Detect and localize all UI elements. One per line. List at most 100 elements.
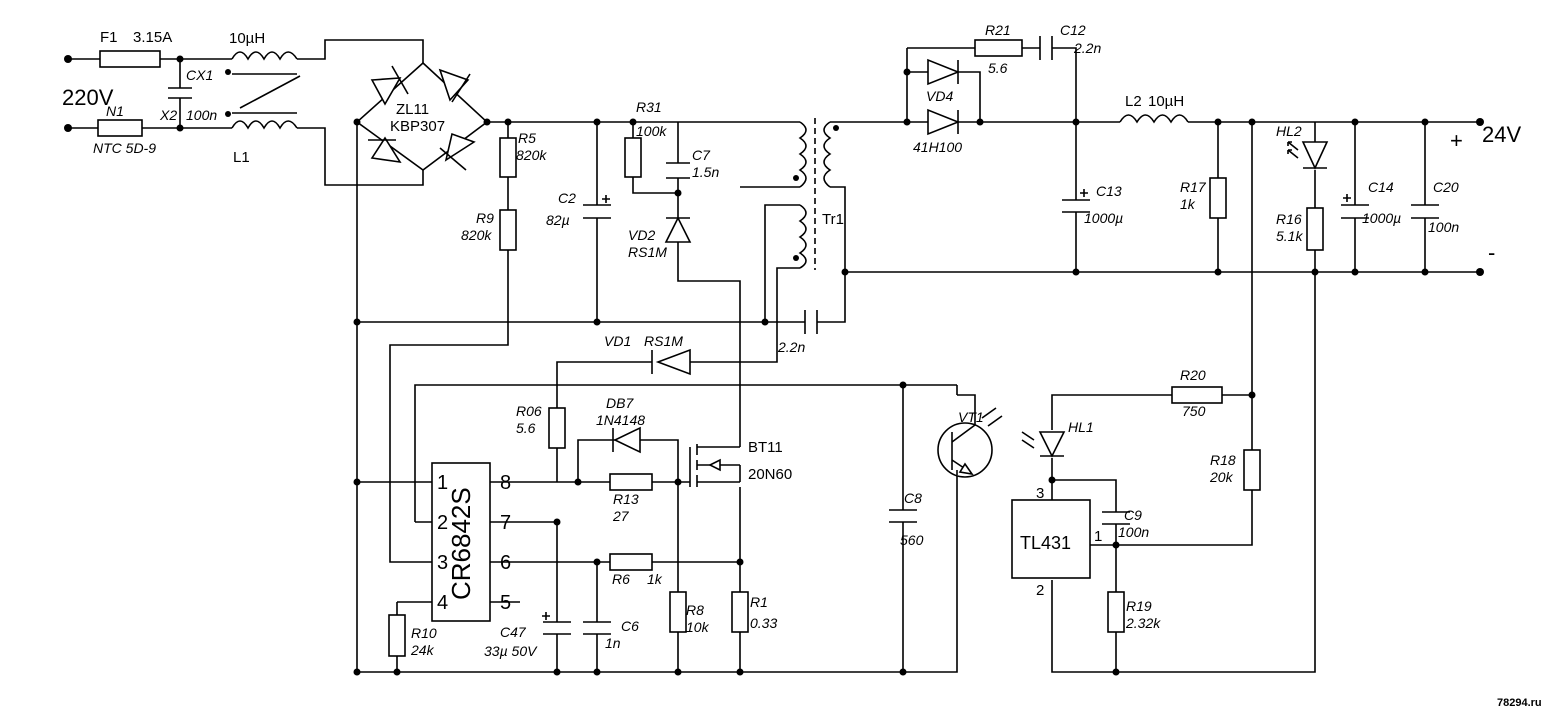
capacitor-c9-symbol xyxy=(1102,511,1130,525)
l1-ref: L1 xyxy=(233,149,250,166)
n1-ref: N1 xyxy=(106,103,124,119)
resistor-r8-symbol xyxy=(669,591,687,633)
db7-value: 1N4148 xyxy=(596,412,645,428)
ic-pin-3: 3 xyxy=(437,552,448,574)
inductor-l2-symbol xyxy=(1119,114,1189,124)
tl431-name: TL431 xyxy=(1020,533,1071,553)
c9-ref: C9 xyxy=(1124,507,1142,523)
r31-value: 100k xyxy=(636,123,667,139)
vd1-value: RS1M xyxy=(644,333,683,349)
vd4-ref: VD4 xyxy=(926,88,953,104)
r8-value: 10k xyxy=(686,619,710,635)
c6-ref: C6 xyxy=(621,618,639,634)
ic-pin-4: 4 xyxy=(437,592,448,614)
resistor-r19-symbol xyxy=(1107,591,1125,633)
output-voltage-label: 24V xyxy=(1482,122,1521,147)
r21-ref: R21 xyxy=(985,22,1011,38)
r6-value: 1k xyxy=(647,571,663,587)
input-voltage-label: 220V xyxy=(62,85,114,110)
junction-dots xyxy=(64,55,1484,676)
led-hl1-symbol xyxy=(1021,431,1066,458)
watermark: 78294.ru xyxy=(1497,697,1542,709)
bt11-ref: BT11 xyxy=(748,439,783,456)
resistor-r10-symbol xyxy=(388,614,406,657)
r06-value: 5.6 xyxy=(516,420,536,436)
ic-pin-1: 1 xyxy=(437,472,448,494)
lin-value: 10µH xyxy=(229,30,265,47)
ic-pin-2: 2 xyxy=(437,512,448,534)
r5-ref: R5 xyxy=(518,130,536,146)
ic-pin-5: 5 xyxy=(500,592,511,614)
l2-value: 10µH xyxy=(1148,93,1184,110)
ic-pin-7: 7 xyxy=(500,512,511,534)
r13-ref: R13 xyxy=(613,491,639,507)
c12-value: 2.2n xyxy=(1073,40,1101,56)
x2-value: 100n xyxy=(186,107,217,123)
tl431-symbol xyxy=(1011,499,1091,579)
c2-value: 82µ xyxy=(546,212,570,228)
capacitor-c20-symbol xyxy=(1411,204,1439,219)
r16-ref: R16 xyxy=(1276,211,1302,227)
ntc-n1-symbol xyxy=(97,119,143,137)
bridge-rectifier-symbol xyxy=(368,65,476,171)
diode-db7-symbol xyxy=(612,426,658,454)
r8-ref: R8 xyxy=(686,602,704,618)
capacitor-c12-symbol xyxy=(1039,36,1053,60)
capacitor-c47-symbol xyxy=(542,612,571,635)
c8-ref: C8 xyxy=(904,490,922,506)
vd2-ref: VD2 xyxy=(628,227,655,243)
capacitor-c6-symbol xyxy=(583,621,611,635)
c47-value: 33µ 50V xyxy=(484,643,538,659)
r19-value: 2.32k xyxy=(1125,615,1161,631)
c6-value: 1n xyxy=(605,635,621,651)
r19-ref: R19 xyxy=(1126,598,1152,614)
zl11-ref: ZL11 xyxy=(396,101,429,118)
l2-ref: L2 xyxy=(1125,93,1142,110)
capacitor-c7-symbol xyxy=(666,162,690,179)
capacitor-cx1-symbol xyxy=(168,87,192,99)
c14-value: 1000µ xyxy=(1362,210,1401,226)
c13-value: 1000µ xyxy=(1084,210,1123,226)
capacitor-c8-symbol xyxy=(889,509,917,523)
capacitor-c2-symbol xyxy=(583,195,611,219)
x2-ref: X2 xyxy=(159,107,177,123)
c9-value: 100n xyxy=(1118,524,1149,540)
labels: 220V F1 3.15A 10µH CX1 X2 100n L1 N1 NTC… xyxy=(62,22,1542,709)
tl431-pin-1: 1 xyxy=(1094,528,1102,545)
fuse-f1-symbol xyxy=(99,50,161,68)
r13-value: 27 xyxy=(612,508,630,524)
r1-value: 0.33 xyxy=(750,615,777,631)
tl431-pin-2: 2 xyxy=(1036,582,1044,599)
diode-vd1-symbol xyxy=(651,348,691,376)
r20-ref: R20 xyxy=(1180,367,1206,383)
phototransistor-vt1-symbol xyxy=(937,385,1003,478)
resistor-r06-symbol xyxy=(548,407,566,449)
resistor-r31-symbol xyxy=(624,137,642,178)
f1-ref: F1 xyxy=(100,29,118,46)
cx1-ref: CX1 xyxy=(186,67,213,83)
c20-ref: C20 xyxy=(1433,179,1459,195)
choke-l1-symbol xyxy=(225,51,301,130)
tl431-pin-3: 3 xyxy=(1036,485,1044,502)
r17-value: 1k xyxy=(1180,196,1196,212)
ic-pin-6: 6 xyxy=(500,552,511,574)
ic-cr6842s-symbol xyxy=(431,462,491,622)
resistor-r9-symbol xyxy=(499,209,517,251)
capacitor-c13-symbol xyxy=(1062,189,1090,213)
c7-ref: C7 xyxy=(692,147,711,163)
r10-ref: R10 xyxy=(411,625,437,641)
vd4-value: 41H100 xyxy=(913,139,962,155)
bt11-value: 20N60 xyxy=(748,466,792,483)
resistor-r20-symbol xyxy=(1171,386,1223,404)
r20-value: 750 xyxy=(1182,403,1206,419)
ic-pin-8: 8 xyxy=(500,472,511,494)
db7-ref: DB7 xyxy=(606,395,634,411)
diode-vd2-symbol xyxy=(664,216,692,243)
r10-value: 24k xyxy=(410,642,435,658)
r9-ref: R9 xyxy=(476,210,494,226)
transformer-tr1-symbol xyxy=(793,118,839,270)
capacitor-cy-symbol xyxy=(804,310,818,334)
resistor-r13-symbol xyxy=(609,473,653,491)
vd1-ref: VD1 xyxy=(604,333,631,349)
